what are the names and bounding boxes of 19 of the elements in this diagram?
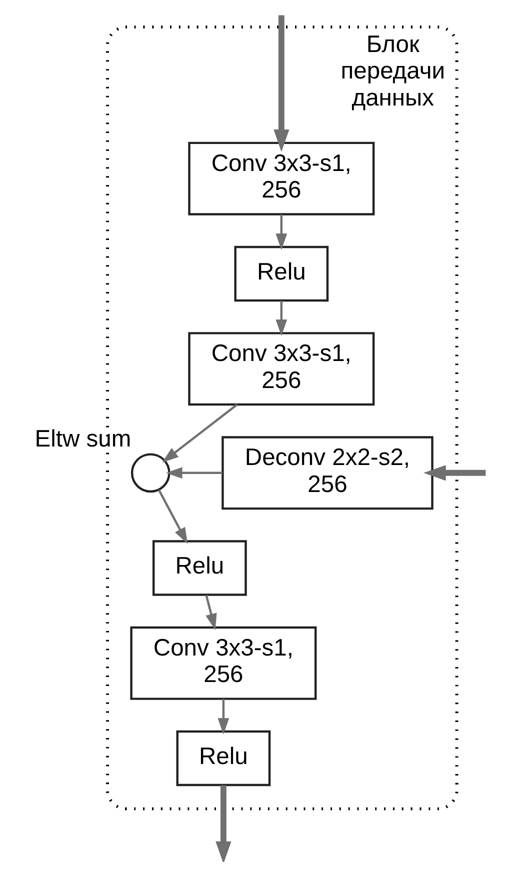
arrow — [423, 465, 486, 481]
node-box: Relu — [176, 730, 271, 786]
arrow — [216, 785, 232, 862]
node-box: Conv 3x3-s1, 256 — [188, 142, 375, 216]
node-box: Conv 3x3-s1, 256 — [130, 626, 317, 700]
arrow — [205, 594, 217, 630]
arrow — [162, 404, 238, 463]
node-box: Conv 3x3-s1, 256 — [188, 332, 375, 406]
node-box: Deconv 2x2-s2, 256 — [222, 436, 434, 510]
arrow — [276, 214, 288, 250]
node-label: Eltw sum — [34, 426, 132, 453]
arrow — [276, 300, 288, 336]
arrow — [274, 15, 290, 152]
node-box: Relu — [234, 246, 329, 302]
node-circle — [130, 453, 170, 493]
arrow — [166, 467, 222, 479]
node-box: Relu — [152, 540, 247, 596]
arrow — [218, 698, 230, 734]
arrow — [158, 490, 188, 544]
